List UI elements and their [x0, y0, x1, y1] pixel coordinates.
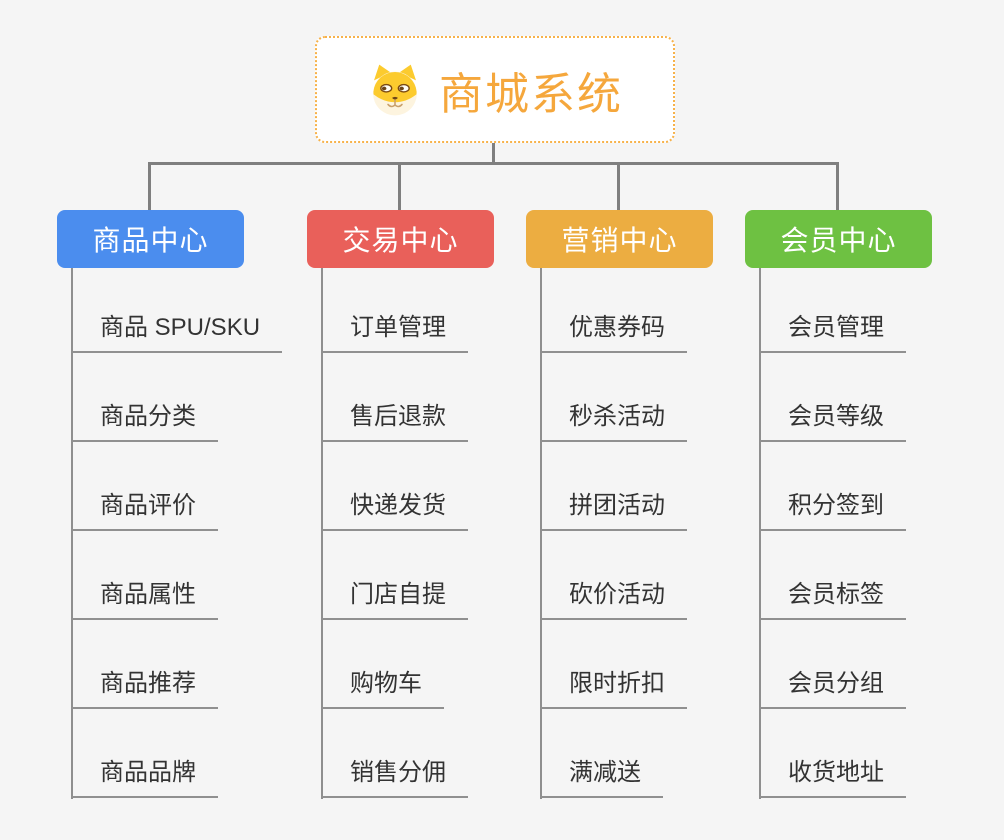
child-topic[interactable]: 拼团活动 [540, 442, 687, 531]
child-topic[interactable]: 秒杀活动 [540, 353, 687, 442]
root-topic[interactable]: 商城系统 [315, 36, 675, 143]
child-topic[interactable]: 购物车 [321, 620, 468, 709]
child-rail-connector [540, 266, 542, 799]
branch-topic-label: 营销中心 [561, 225, 678, 256]
branch-topic-member-center[interactable]: 会员中心 [745, 210, 932, 268]
child-topic[interactable]: 订单管理 [321, 268, 468, 353]
shiba-dog-icon [373, 64, 417, 115]
branch-children-member-center: 会员管理 会员等级 积分签到 会员标签 会员分组 收货地址 [759, 268, 906, 798]
branch-children-product-center: 商品 SPU/SKU 商品分类 商品评价 商品属性 商品推荐 商品品牌 [71, 268, 283, 798]
child-rail-connector [321, 266, 323, 799]
branch-topic-product-center[interactable]: 商品中心 [57, 210, 244, 268]
child-topic[interactable]: 销售分佣 [321, 709, 468, 798]
root-stem-connector [492, 141, 495, 164]
child-topic[interactable]: 满减送 [540, 709, 687, 798]
branch-topic-trade-center[interactable]: 交易中心 [307, 210, 494, 268]
child-topic[interactable]: 会员分组 [759, 620, 906, 709]
child-topic[interactable]: 商品品牌 [71, 709, 282, 798]
child-topic[interactable]: 商品分类 [71, 353, 282, 442]
child-topic[interactable]: 会员标签 [759, 531, 906, 620]
child-topic[interactable]: 商品属性 [71, 531, 282, 620]
child-topic[interactable]: 收货地址 [759, 709, 906, 798]
child-topic[interactable]: 商品 SPU/SKU [71, 268, 283, 353]
child-topic[interactable]: 商品推荐 [71, 620, 282, 709]
child-topic[interactable]: 限时折扣 [540, 620, 687, 709]
branch-topic-label: 商品中心 [92, 225, 209, 256]
child-topic[interactable]: 积分签到 [759, 442, 906, 531]
child-topic[interactable]: 商品评价 [71, 442, 282, 531]
root-topic-title: 商城系统 [439, 69, 623, 119]
branch-topic-marketing-center[interactable]: 营销中心 [526, 210, 713, 268]
branch-stem-connector [617, 162, 620, 212]
child-topic[interactable]: 优惠券码 [540, 268, 687, 353]
branch-stem-connector [398, 162, 401, 212]
branch-children-trade-center: 订单管理 售后退款 快递发货 门店自提 购物车 销售分佣 [321, 268, 468, 798]
branch-topic-label: 会员中心 [780, 225, 897, 256]
child-rail-connector [71, 266, 73, 799]
child-topic[interactable]: 砍价活动 [540, 531, 687, 620]
branch-rail-connector [148, 162, 839, 165]
child-topic[interactable]: 会员管理 [759, 268, 906, 353]
branch-children-marketing-center: 优惠券码 秒杀活动 拼团活动 砍价活动 限时折扣 满减送 [540, 268, 687, 798]
branch-stem-connector [836, 162, 839, 212]
child-topic[interactable]: 快递发货 [321, 442, 468, 531]
child-topic[interactable]: 门店自提 [321, 531, 468, 620]
child-topic[interactable]: 售后退款 [321, 353, 468, 442]
child-rail-connector [759, 266, 761, 799]
branch-stem-connector [148, 162, 151, 212]
child-topic[interactable]: 会员等级 [759, 353, 906, 442]
branch-topic-label: 交易中心 [342, 225, 459, 256]
